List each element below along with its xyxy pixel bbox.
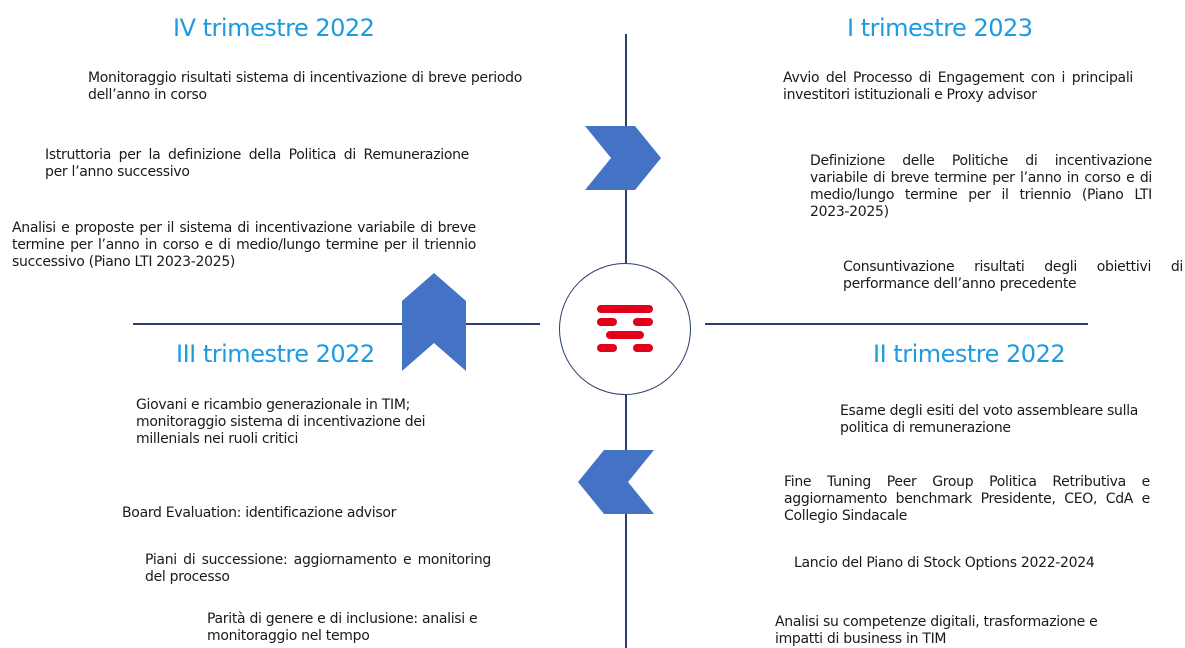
q1-2023-item-3: Consuntivazione risultati degli obiettiv…: [843, 259, 1183, 292]
q2-2022-title: II trimestre 2022: [873, 340, 1066, 368]
tim-logo-icon: [597, 305, 653, 352]
q1-2023-title: I trimestre 2023: [847, 14, 1033, 42]
q1-2023-item-1: Avvio del Processo di Engagement con i p…: [783, 70, 1133, 103]
arrow-right-icon: [585, 126, 661, 190]
q3-2022-item-4: Parità di genere e di inclusione: analis…: [207, 611, 478, 644]
q3-2022-item-2: Board Evaluation: identificazione adviso…: [122, 505, 397, 521]
arrow-up-icon: [402, 273, 466, 371]
q2-2022-item-4: Analisi su competenze digitali, trasform…: [775, 614, 1098, 647]
vertical-axis-bottom: [625, 395, 627, 648]
horizontal-axis-right: [705, 323, 1088, 325]
q1-2023-item-2: Definizione delle Politiche di incentiva…: [810, 153, 1152, 220]
q3-2022-title: III trimestre 2022: [176, 340, 375, 368]
q2-2022-item-2: Fine Tuning Peer Group Politica Retribut…: [784, 474, 1150, 524]
q2-2022-item-3: Lancio del Piano di Stock Options 2022-2…: [794, 555, 1095, 571]
q3-2022-item-3: Piani di successione: aggiornamento e mo…: [145, 552, 491, 585]
logo-circle: [559, 263, 691, 395]
q4-2022-item-3: Analisi e proposte per il sistema di inc…: [12, 220, 476, 270]
horizontal-axis-left: [133, 323, 540, 325]
q2-2022-item-1: Esame degli esiti del voto assembleare s…: [840, 403, 1139, 436]
q3-2022-item-1: Giovani e ricambio generazionale in TIM;…: [136, 397, 426, 447]
arrow-left-icon: [578, 450, 654, 514]
q4-2022-item-1: Monitoraggio risultati sistema di incent…: [88, 70, 522, 103]
q4-2022-item-2: Istruttoria per la definizione della Pol…: [45, 147, 469, 180]
q4-2022-title: IV trimestre 2022: [173, 14, 375, 42]
